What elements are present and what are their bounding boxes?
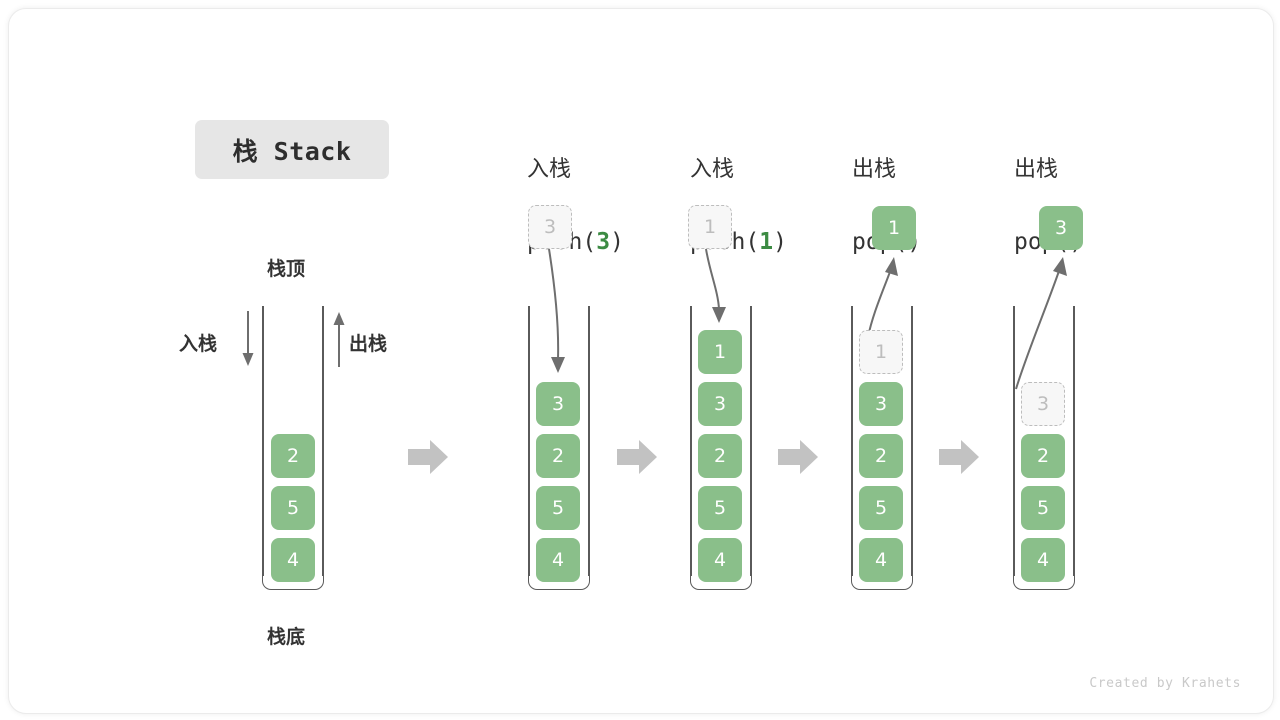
stack-cell: 2	[536, 434, 580, 478]
column-header-cn: 入栈	[527, 157, 572, 182]
stack-cell: 5	[1021, 486, 1065, 530]
push-curve-arrow-icon	[548, 248, 565, 373]
stack-cell: 5	[271, 486, 315, 530]
stack-cell: 5	[859, 486, 903, 530]
code-suffix: )	[773, 229, 787, 255]
incoming-ghost-cell: 3	[528, 205, 572, 249]
step-transition-arrow-icon	[617, 440, 657, 474]
stack-rail-left	[1013, 306, 1015, 576]
stack-rail-left	[262, 306, 264, 576]
column-header-cn: 出栈	[1014, 157, 1059, 182]
footer-credit: Created by Krahets	[1089, 676, 1241, 691]
stack-cell: 4	[1021, 538, 1065, 582]
pop-legend-label: 出栈	[349, 333, 388, 355]
column-header-cn: 出栈	[852, 157, 897, 182]
push-legend-label: 入栈	[179, 333, 218, 355]
code-arg: 1	[759, 229, 774, 255]
stack-rail-bottom	[262, 576, 324, 590]
stack-cell: 2	[698, 434, 742, 478]
title-badge: 栈 Stack	[195, 120, 389, 179]
stack-cell: 3	[536, 382, 580, 426]
code-suffix: )	[610, 229, 624, 255]
stack-top-label: 栈顶	[267, 258, 306, 280]
stack-rail-right	[911, 306, 913, 576]
diagram-canvas: 栈 Stack 栈顶 入栈 出栈 栈底 2 5 4 入栈 push(3) 3	[8, 8, 1274, 714]
stack-cell: 3	[859, 382, 903, 426]
column-header-cn: 入栈	[690, 157, 735, 182]
stack-cell: 1	[698, 330, 742, 374]
code-arg: 3	[596, 229, 611, 255]
stack-rail-right	[588, 306, 590, 576]
popped-cell: 1	[872, 206, 916, 250]
stack-container-pop-2	[1013, 306, 1075, 590]
incoming-ghost-cell: 1	[688, 205, 732, 249]
stack-rail-bottom	[851, 576, 913, 590]
stack-rail-left	[690, 306, 692, 576]
stack-container-push-1	[690, 306, 752, 590]
step-transition-arrow-icon	[939, 440, 979, 474]
push-curve-arrow-icon	[705, 248, 726, 323]
stack-rail-bottom	[1013, 576, 1075, 590]
stack-container-push-3	[528, 306, 590, 590]
stack-cell: 3	[698, 382, 742, 426]
push-direction-arrow-icon	[242, 311, 254, 366]
stack-cell: 2	[1021, 434, 1065, 478]
stack-container-pop-1	[851, 306, 913, 590]
stack-cell: 4	[536, 538, 580, 582]
stack-cell: 5	[536, 486, 580, 530]
pop-direction-arrow-icon	[333, 312, 345, 367]
stack-cell: 4	[698, 538, 742, 582]
stack-rail-bottom	[528, 576, 590, 590]
pop-curve-arrow-icon	[1015, 257, 1067, 390]
stack-rail-bottom	[690, 576, 752, 590]
column-header-push-3: 入栈 push(3)	[527, 115, 624, 297]
popped-ghost-cell: 3	[1021, 382, 1065, 426]
popped-ghost-cell: 1	[859, 330, 903, 374]
step-transition-arrow-icon	[408, 440, 448, 474]
stack-cell: 4	[271, 538, 315, 582]
stack-rail-left	[851, 306, 853, 576]
stack-container-initial	[262, 306, 324, 590]
stack-cell: 4	[859, 538, 903, 582]
stack-cell: 2	[271, 434, 315, 478]
stack-rail-right	[750, 306, 752, 576]
stack-rail-left	[528, 306, 530, 576]
step-transition-arrow-icon	[778, 440, 818, 474]
stack-bottom-label: 栈底	[267, 626, 306, 648]
stack-cell: 5	[698, 486, 742, 530]
stack-cell: 2	[859, 434, 903, 478]
stack-rail-right	[322, 306, 324, 576]
stack-rail-right	[1073, 306, 1075, 576]
popped-cell: 3	[1039, 206, 1083, 250]
